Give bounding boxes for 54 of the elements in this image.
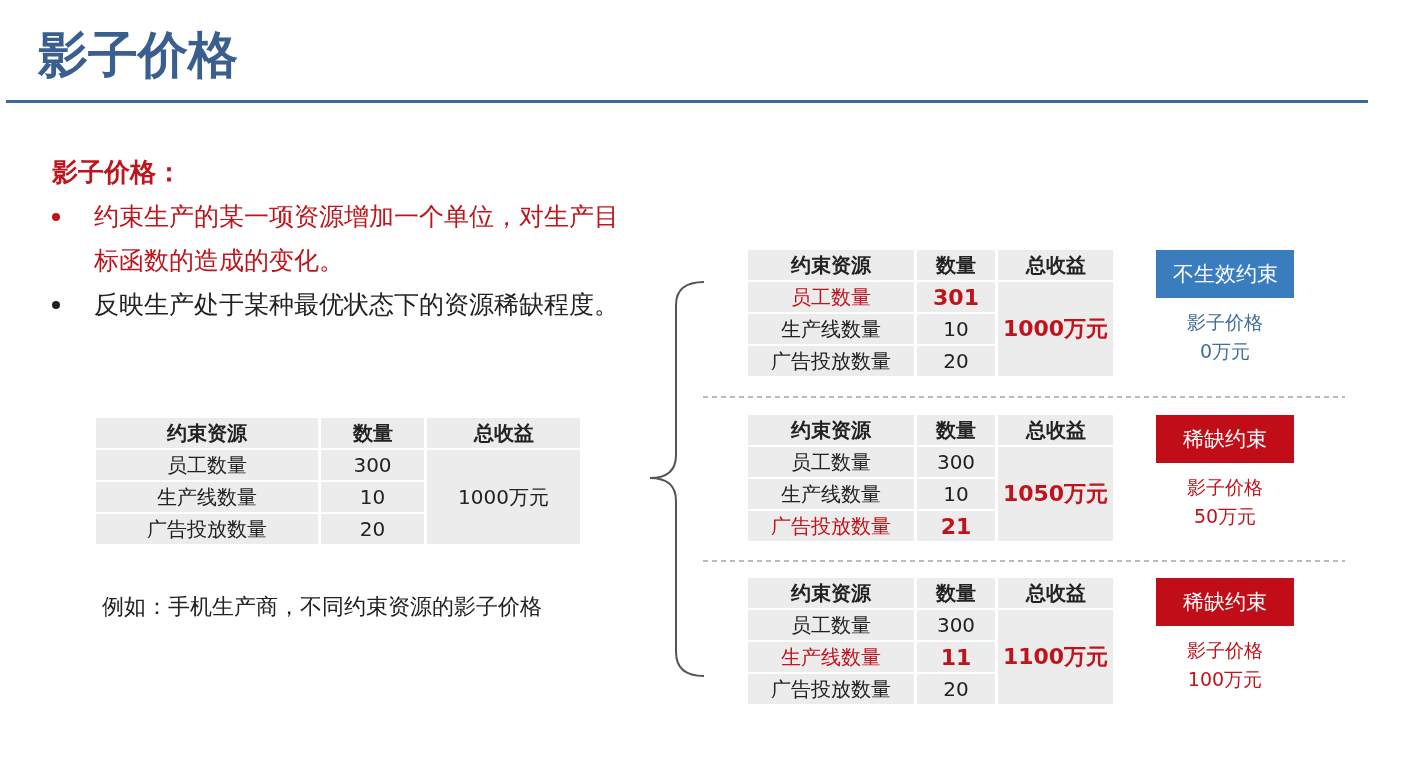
table-cell: 员工数量: [748, 447, 914, 477]
table-cell: 生产线数量: [748, 314, 914, 344]
status-badge: 不生效约束: [1156, 250, 1294, 298]
shadow-price-text: 影子价格: [1186, 310, 1264, 335]
shadow-price-text: 100万元: [1186, 667, 1264, 692]
table-cell: 1000万元: [427, 450, 580, 544]
header-cell: 总收益: [998, 578, 1113, 608]
table-cell: 10: [917, 314, 995, 344]
table-cell: 300: [917, 610, 995, 640]
table-cell: 员工数量: [748, 282, 914, 312]
section-heading: 影子价格：: [52, 156, 182, 189]
table-cell: 20: [917, 674, 995, 704]
status-badge: 稀缺约束: [1156, 415, 1294, 463]
example-note: 例如：手机生产商，不同约束资源的影子价格: [102, 593, 542, 621]
table-cell: 广告投放数量: [748, 674, 914, 704]
shadow-price-text: 50万元: [1192, 504, 1258, 529]
table-cell: 员工数量: [96, 450, 318, 480]
shadow-price-text: 影子价格: [1186, 475, 1264, 500]
bullet-text: 约束生产的某一项资源增加一个单位，对生产目标函数的造成的变化。: [94, 201, 620, 277]
header-cell: 数量: [917, 578, 995, 608]
table-cell: 11: [917, 642, 995, 672]
header-cell: 数量: [917, 415, 995, 445]
shadow-price-text: 影子价格: [1186, 638, 1264, 663]
header-cell: 总收益: [998, 415, 1113, 445]
status-badge: 稀缺约束: [1156, 578, 1294, 626]
table-cell: 20: [917, 346, 995, 376]
table-cell: 21: [917, 511, 995, 541]
header-cell: 数量: [321, 418, 424, 448]
slide-title: 影子价格: [38, 25, 238, 86]
header-cell: 总收益: [427, 418, 580, 448]
header-cell: 约束资源: [748, 578, 914, 608]
table-cell: 广告投放数量: [96, 514, 318, 544]
table-cell: 10: [321, 482, 424, 512]
table-cell: 1100万元: [998, 610, 1113, 704]
header-cell: 约束资源: [748, 250, 914, 280]
header-cell: 约束资源: [748, 415, 914, 445]
table-cell: 1000万元: [998, 282, 1113, 376]
table-cell: 1050万元: [998, 447, 1113, 541]
shadow-price-text: 0万元: [1198, 339, 1252, 364]
table-cell: 生产线数量: [96, 482, 318, 512]
table-cell: 广告投放数量: [748, 511, 914, 541]
table-cell: 生产线数量: [748, 479, 914, 509]
table-cell: 300: [321, 450, 424, 480]
table-cell: 20: [321, 514, 424, 544]
table-cell: 10: [917, 479, 995, 509]
header-cell: 数量: [917, 250, 995, 280]
table-cell: 301: [917, 282, 995, 312]
header-cell: 总收益: [998, 250, 1113, 280]
table-cell: 广告投放数量: [748, 346, 914, 376]
table-cell: 员工数量: [748, 610, 914, 640]
bullet-text: 反映生产处于某种最优状态下的资源稀缺程度。: [94, 289, 620, 321]
table-cell: 300: [917, 447, 995, 477]
header-cell: 约束资源: [96, 418, 318, 448]
table-cell: 生产线数量: [748, 642, 914, 672]
